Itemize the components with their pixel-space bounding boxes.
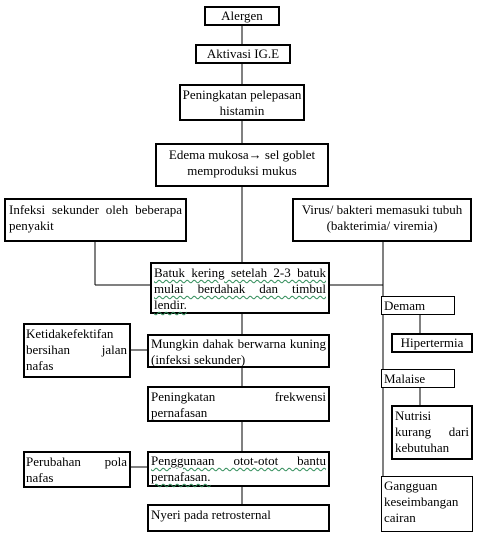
node-mungkin-dahak-label: Mungkin dahak berwarna kuning (infeksi s…	[151, 336, 326, 367]
node-batuk-kering-label: Batuk kering setelah 2-3 batuk mulai ber…	[154, 265, 326, 312]
node-gangguan-cairan: Gangguan keseimbangan cairan	[381, 476, 473, 532]
node-infeksi-sekunder: Infeksi sekunder oleh beberapa penyakit	[4, 198, 187, 242]
node-virus-bakteri-label: Virus/ bakteri memasuki tubuh (bakterimi…	[301, 202, 463, 233]
node-aktivasi-ige-label: Aktivasi IG.E	[206, 46, 280, 61]
node-malaise: Malaise	[381, 369, 455, 388]
node-peningkatan-histamin: Peningkatan pelepasan histamin	[179, 84, 305, 121]
node-edema-mukosa: Edema mukosa→ sel goblet memproduksi muk…	[155, 143, 329, 187]
node-nyeri-retrosternal-label: Nyeri pada retrosternal	[151, 507, 271, 522]
node-alergen-label: Alergen	[221, 8, 263, 23]
node-hipertermia: Hipertermia	[391, 333, 473, 353]
node-penggunaan-otot: Penggunaan otot-otot bantu pernafasan.	[147, 451, 330, 487]
node-nyeri-retrosternal: Nyeri pada retrosternal	[147, 504, 330, 532]
node-batuk-kering: Batuk kering setelah 2-3 batuk mulai ber…	[150, 262, 330, 314]
node-gangguan-cairan-label: Gangguan keseimbangan cairan	[384, 478, 459, 525]
node-peningkatan-histamin-label: Peningkatan pelepasan histamin	[182, 87, 302, 118]
node-virus-bakteri: Virus/ bakteri memasuki tubuh (bakterimi…	[292, 198, 472, 242]
node-perubahan-pola: Perubahan pola nafas	[23, 451, 131, 488]
node-demam-label: Demam	[384, 298, 426, 313]
node-penggunaan-otot-label: Penggunaan otot-otot bantu pernafasan.	[151, 453, 326, 484]
node-hipertermia-label: Hipertermia	[400, 335, 464, 350]
node-alergen: Alergen	[204, 6, 280, 26]
node-infeksi-sekunder-label: Infeksi sekunder oleh beberapa penyakit	[9, 202, 182, 233]
node-ketidakefektifan-label: Ketidakefektifan bersihan jalan nafas	[26, 326, 127, 373]
node-peningkatan-frekwensi: Peningkatan frekwensi pernafasan	[147, 386, 330, 422]
node-ketidakefektifan: Ketidakefektifan bersihan jalan nafas	[23, 323, 131, 378]
node-mungkin-dahak: Mungkin dahak berwarna kuning (infeksi s…	[147, 334, 330, 368]
node-aktivasi-ige: Aktivasi IG.E	[195, 44, 291, 64]
node-demam: Demam	[381, 296, 455, 315]
node-nutrisi-kurang: Nutrisi kurang dari kebutuhan	[391, 405, 473, 460]
node-edema-mukosa-label: Edema mukosa→ sel goblet memproduksi muk…	[168, 147, 316, 178]
node-perubahan-pola-label: Perubahan pola nafas	[26, 454, 127, 485]
node-nutrisi-kurang-label: Nutrisi kurang dari kebutuhan	[395, 408, 469, 455]
node-peningkatan-frekwensi-label: Peningkatan frekwensi pernafasan	[151, 389, 326, 420]
node-malaise-label: Malaise	[384, 371, 426, 386]
